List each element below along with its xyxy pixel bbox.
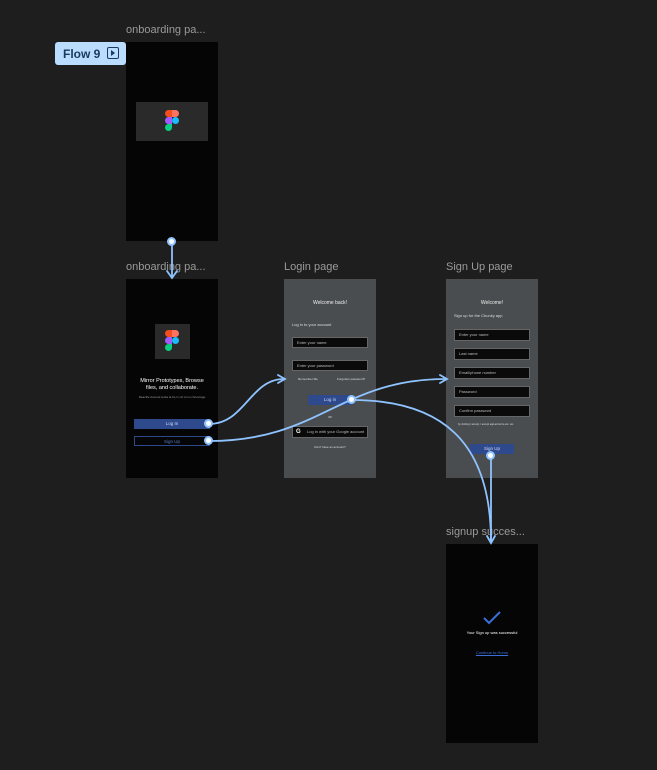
email-phone-input[interactable]: Email/phone number: [454, 367, 530, 379]
connector-handle[interactable]: [167, 237, 176, 246]
frame-signup[interactable]: Welcome! Sign up for the Chunky app Ente…: [446, 279, 538, 478]
last-name-input[interactable]: Last name: [454, 348, 530, 360]
checkmark-icon: [483, 611, 501, 625]
connector-handle[interactable]: [486, 451, 495, 460]
frame-title-onboarding-2[interactable]: onboarding pa...: [126, 261, 206, 273]
figma-logo-icon: [165, 330, 179, 353]
logo-card: [136, 102, 208, 141]
figma-logo-icon: [165, 110, 179, 133]
name-input[interactable]: Enter your name: [292, 337, 368, 348]
onboarding-headline: Mirror Prototypes, Browse files, and col…: [140, 378, 204, 391]
flow-label: Flow 9: [63, 46, 101, 61]
connector-handle[interactable]: [204, 436, 213, 445]
signup-prompt[interactable]: Don't have an account?: [314, 445, 346, 449]
frame-signup-success[interactable]: Your Sign up was successful Continue to …: [446, 544, 538, 743]
arrowhead: [486, 535, 496, 545]
frame-title-signup[interactable]: Sign Up page: [446, 261, 513, 273]
play-flow-icon[interactable]: [107, 47, 119, 59]
arrowhead: [166, 270, 178, 280]
frame-title-onboarding-1[interactable]: onboarding pa...: [126, 24, 206, 36]
signup-subtitle: Sign up for the Chunky app: [454, 313, 503, 318]
google-login-button[interactable]: Log in with your Google account: [292, 426, 368, 438]
terms-checkbox-label[interactable]: by clicking I accept, I accept agreed te…: [458, 423, 514, 426]
frame-onboarding-1[interactable]: [126, 42, 218, 241]
forgot-password-link[interactable]: Forgotten password?: [337, 377, 366, 381]
first-name-input[interactable]: Enter your name: [454, 329, 530, 341]
login-button[interactable]: Log In: [134, 419, 210, 429]
connector-login-flow[interactable]: [208, 378, 285, 425]
signup-welcome: Welcome!: [480, 300, 504, 306]
flow-badge[interactable]: Flow 9: [55, 42, 126, 65]
frame-title-success[interactable]: signup succes...: [446, 526, 525, 538]
password-input[interactable]: Password: [454, 386, 530, 398]
login-submit-button[interactable]: Log in: [308, 395, 352, 405]
signup-submit-button[interactable]: Sign Up: [470, 444, 514, 454]
google-icon: G: [296, 429, 301, 435]
frame-title-login[interactable]: Login page: [284, 261, 339, 273]
login-subtitle: Log in to your account: [292, 322, 332, 327]
success-message: Your Sign up was successful: [466, 630, 518, 635]
logo-card: [155, 324, 190, 359]
arrowhead: [439, 374, 449, 384]
connector-handle[interactable]: [204, 419, 213, 428]
frame-onboarding-2[interactable]: Mirror Prototypes, Browse files, and col…: [126, 279, 218, 478]
or-divider: or: [328, 414, 332, 419]
connector-handle[interactable]: [347, 395, 356, 404]
connector-login-to-success[interactable]: [351, 399, 492, 543]
connector-signup-flow[interactable]: [208, 378, 447, 442]
continue-home-link[interactable]: Continue to Home: [475, 650, 509, 655]
onboarding-subtext: Reactile Ascend ta Ea la Fe in ref of on…: [138, 395, 206, 399]
arrowhead: [277, 374, 287, 384]
remember-me-label[interactable]: Remember Me: [298, 377, 318, 381]
confirm-password-input[interactable]: Confirm password: [454, 405, 530, 417]
password-input[interactable]: Enter your password: [292, 360, 368, 371]
login-welcome: Welcome back!: [312, 300, 348, 306]
frame-login[interactable]: Welcome back! Log in to your account Ent…: [284, 279, 376, 478]
